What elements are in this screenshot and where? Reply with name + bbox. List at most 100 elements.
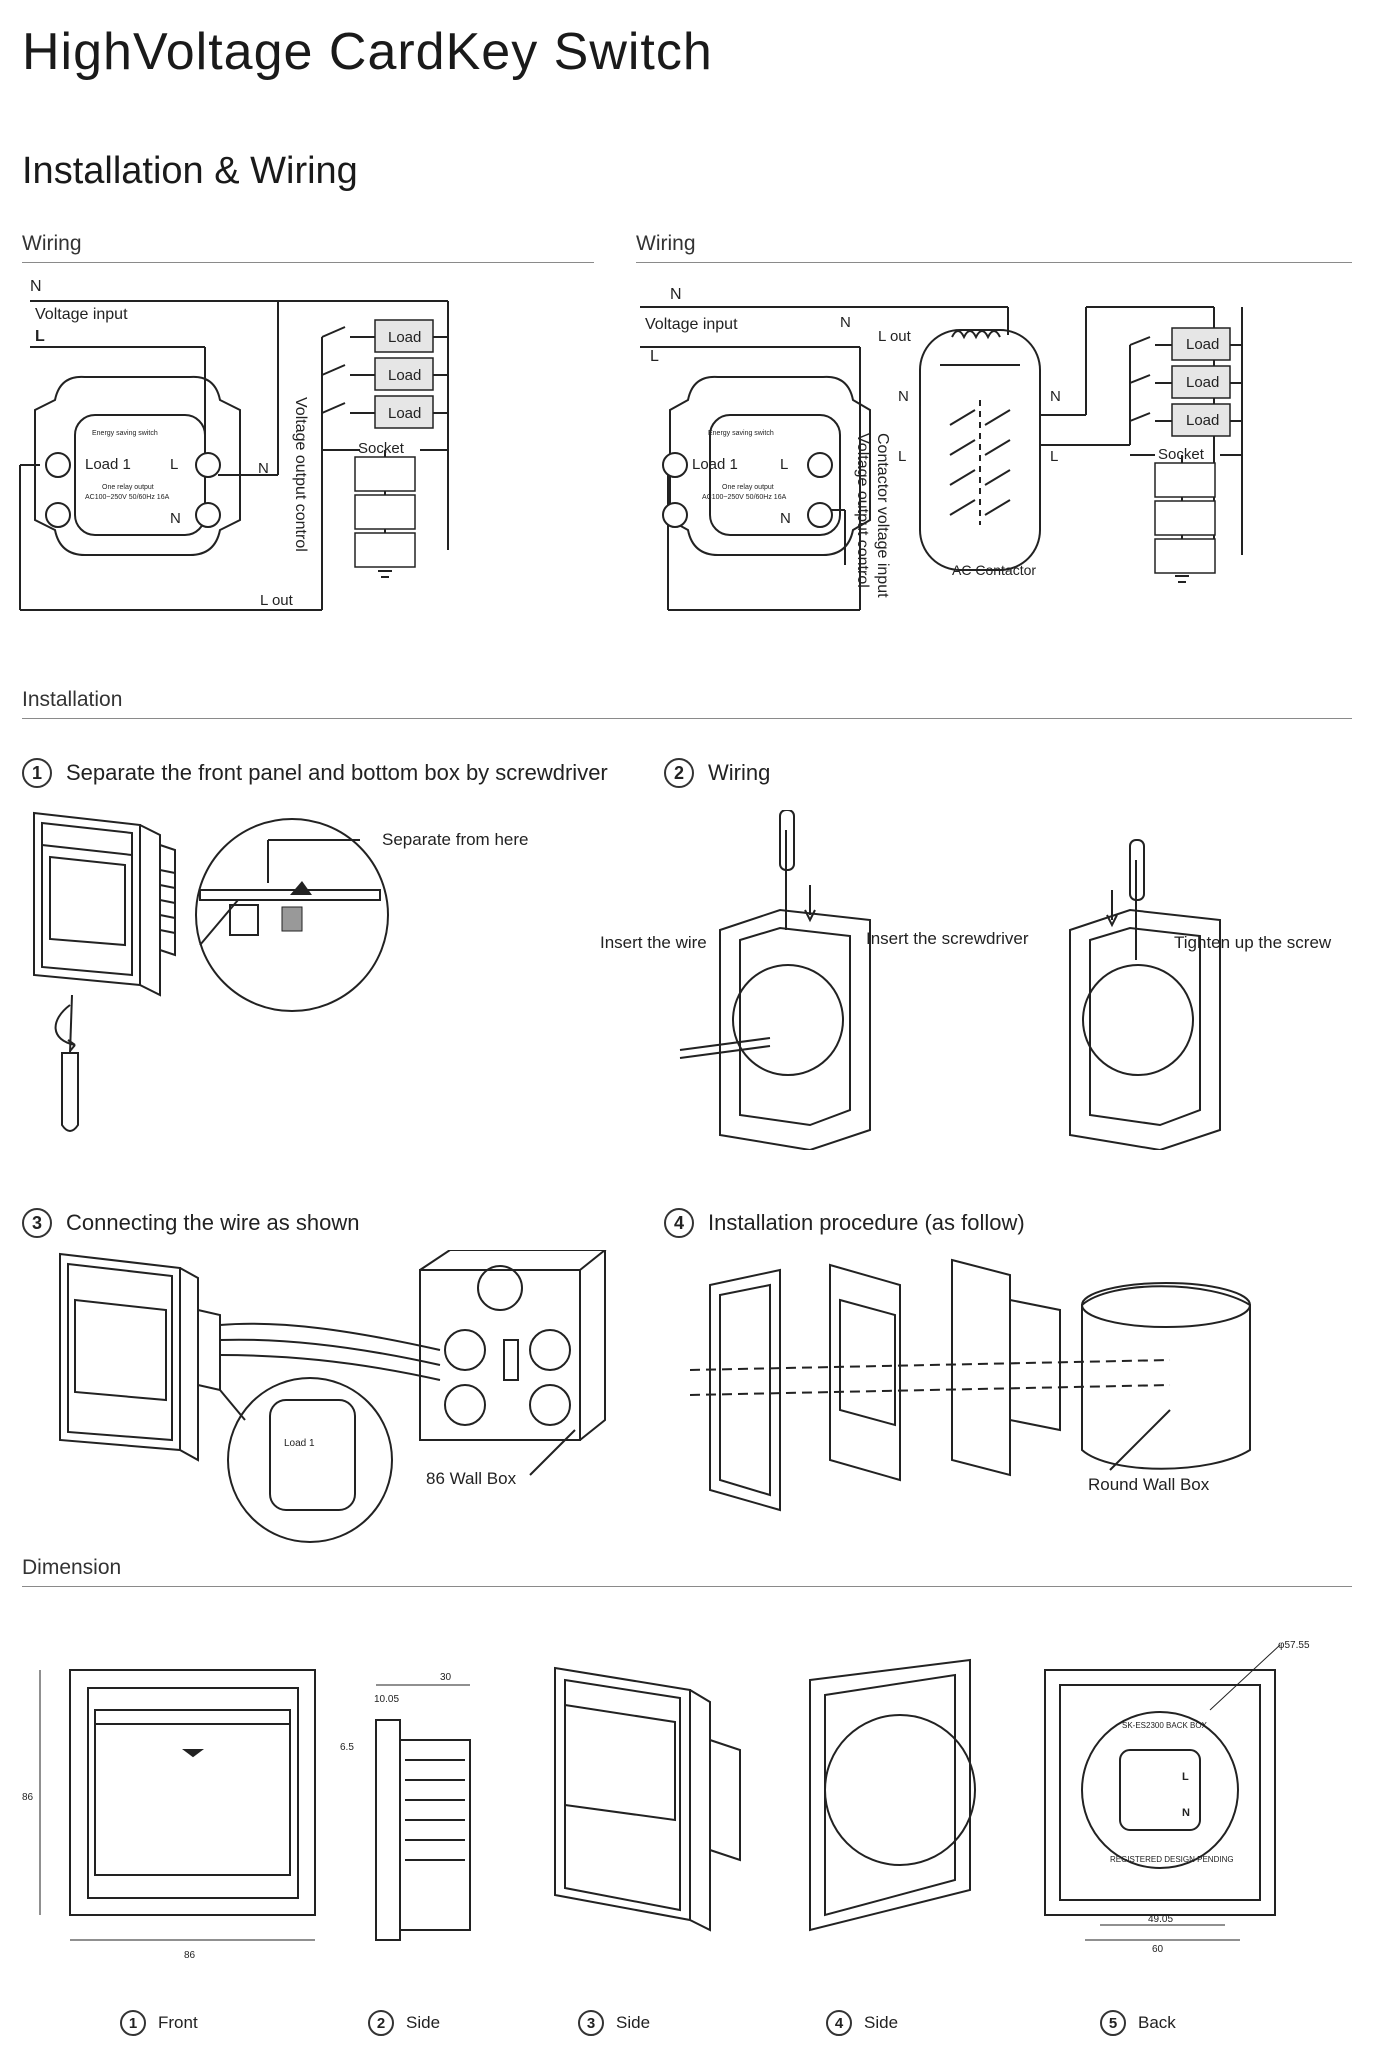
dim-view-5-number: 5 (1100, 2010, 1126, 2036)
step-4-text: Installation procedure (as follow) (708, 1210, 1025, 1235)
dim-view-4: 4 Side (826, 2010, 898, 2036)
right-n-top: N (840, 314, 851, 331)
contactor-l-right: L (1050, 448, 1058, 465)
left-load1: Load 1 (85, 456, 131, 473)
side-a-label: 10.05 (374, 1694, 399, 1705)
step-3-illustration: Load 1 86 Wall Box (59, 1250, 607, 1543)
front-width-label: 86 (184, 1950, 196, 1961)
right-n-label: N (670, 286, 682, 303)
left-load-0: Load (388, 329, 421, 346)
wall-box-86-label: 86 Wall Box (426, 1469, 517, 1488)
right-l-term: L (780, 456, 788, 473)
left-spec-text: AC100~250V 50/60Hz 16A (85, 494, 170, 501)
right-load-1: Load (1186, 374, 1219, 391)
wiring-diagram-right: N Voltage input L Load 1 L N Energy savi… (640, 286, 1243, 611)
page-subtitle: Installation & Wiring (22, 150, 358, 192)
right-vertical-label-1: Contactor voltage input (874, 433, 891, 598)
contactor-l-left: L (898, 448, 906, 465)
installation-rule (22, 718, 1352, 719)
back-n-text: N (1182, 1807, 1190, 1819)
right-n-term: N (780, 510, 791, 527)
contactor-n-left: N (898, 388, 909, 405)
right-relay-text: One relay output (722, 484, 774, 491)
round-wall-box-label: Round Wall Box (1088, 1475, 1210, 1494)
dim-view-2-number: 2 (368, 2010, 394, 2036)
left-n-right: N (258, 460, 269, 477)
back-reg-text: REGISTERED DESIGN PENDING (1110, 1855, 1234, 1864)
back-outer-label: 60 (1152, 1944, 1164, 1955)
dimension-views: 86 86 30 10.05 6.5 φ57.55 49.05 60 SK-ES… (22, 1640, 1310, 1961)
dim-view-1: 1 Front (120, 2010, 198, 2036)
tighten-label: Tighten up the screw (1174, 933, 1332, 952)
step-2-illustration: Insert the wire Insert the screwdriver T… (600, 810, 1332, 1150)
contactor-n-right: N (1050, 388, 1061, 405)
right-vertical-label-2: Voltage output control (854, 433, 871, 588)
back-box-text: SK-ES2300 BACK BOX (1122, 1721, 1208, 1730)
dim-view-5: 5 Back (1100, 2010, 1176, 2036)
step-3-number: 3 (22, 1208, 52, 1238)
back-l-text: L (1182, 1771, 1189, 1783)
step-3: 3 Connecting the wire as shown (22, 1208, 360, 1238)
step-4-illustration: Round Wall Box (690, 1258, 1251, 1512)
wiring-right-rule (636, 262, 1352, 263)
step-2-text: Wiring (708, 760, 771, 785)
right-device-text: Energy saving switch (708, 430, 774, 437)
right-spec-text: AC100~250V 50/60Hz 16A (702, 494, 787, 501)
left-relay-text: One relay output (102, 484, 154, 491)
side-top-label: 30 (440, 1672, 452, 1683)
side-b-label: 6.5 (340, 1742, 354, 1753)
insert-screwdriver-label: Insert the screwdriver (866, 929, 1029, 948)
dim-view-3-number: 3 (578, 2010, 604, 2036)
dim-view-5-text: Back (1138, 2013, 1176, 2032)
right-l-label: L (650, 348, 659, 365)
mini-load-label: Load 1 (284, 1438, 315, 1449)
step-4-number: 4 (664, 1208, 694, 1238)
wiring-left-rule (22, 262, 594, 263)
step-1-number: 1 (22, 758, 52, 788)
wiring-diagram-left: N Voltage input L Load 1 L N Energy savi… (19, 278, 449, 611)
dim-view-3: 3 Side (578, 2010, 650, 2036)
left-n-label: N (30, 278, 42, 295)
step-2: 2 Wiring (664, 758, 770, 788)
left-n-term: N (170, 510, 181, 527)
back-inner-label: 49.05 (1148, 1914, 1173, 1925)
dimension-label: Dimension (22, 1556, 122, 1579)
separate-label: Separate from here (382, 830, 528, 849)
wiring-left-label: Wiring (22, 232, 82, 255)
contactor-label: AC Contactor (952, 562, 1036, 578)
step-1: 1 Separate the front panel and bottom bo… (22, 758, 608, 788)
back-dia-label: φ57.55 (1278, 1640, 1310, 1651)
left-device-text: Energy saving switch (92, 430, 158, 437)
right-load1: Load 1 (692, 456, 738, 473)
right-load-0: Load (1186, 336, 1219, 353)
step-4: 4 Installation procedure (as follow) (664, 1208, 1025, 1238)
left-l-label: L (35, 328, 45, 345)
step-1-illustration: Separate from here (33, 811, 528, 1132)
installation-label: Installation (22, 688, 123, 711)
right-load-2: Load (1186, 412, 1219, 429)
right-voltage-input: Voltage input (645, 316, 738, 333)
dim-view-4-text: Side (864, 2013, 899, 2032)
dim-view-3-text: Side (616, 2013, 651, 2032)
dim-view-1-number: 1 (120, 2010, 146, 2036)
right-l-out: L out (878, 328, 912, 345)
wiring-right-label: Wiring (636, 232, 696, 255)
right-socket: Socket (1158, 446, 1205, 463)
step-1-text: Separate the front panel and bottom box … (66, 760, 608, 785)
front-height-label: 86 (22, 1792, 34, 1803)
dim-view-4-number: 4 (826, 2010, 852, 2036)
dim-view-1-text: Front (158, 2013, 198, 2032)
dim-view-2: 2 Side (368, 2010, 440, 2036)
left-l-term: L (170, 456, 178, 473)
insert-wire-label: Insert the wire (600, 933, 707, 952)
left-load-2: Load (388, 405, 421, 422)
page-title: HighVoltage CardKey Switch (22, 23, 713, 81)
left-socket: Socket (358, 440, 405, 457)
dimension-rule (22, 1586, 1352, 1587)
step-2-number: 2 (664, 758, 694, 788)
left-vertical-label: Voltage output control (292, 397, 309, 552)
left-voltage-input: Voltage input (35, 306, 128, 323)
step-3-text: Connecting the wire as shown (66, 1210, 360, 1235)
dim-view-2-text: Side (406, 2013, 441, 2032)
left-l-out: L out (260, 592, 294, 609)
